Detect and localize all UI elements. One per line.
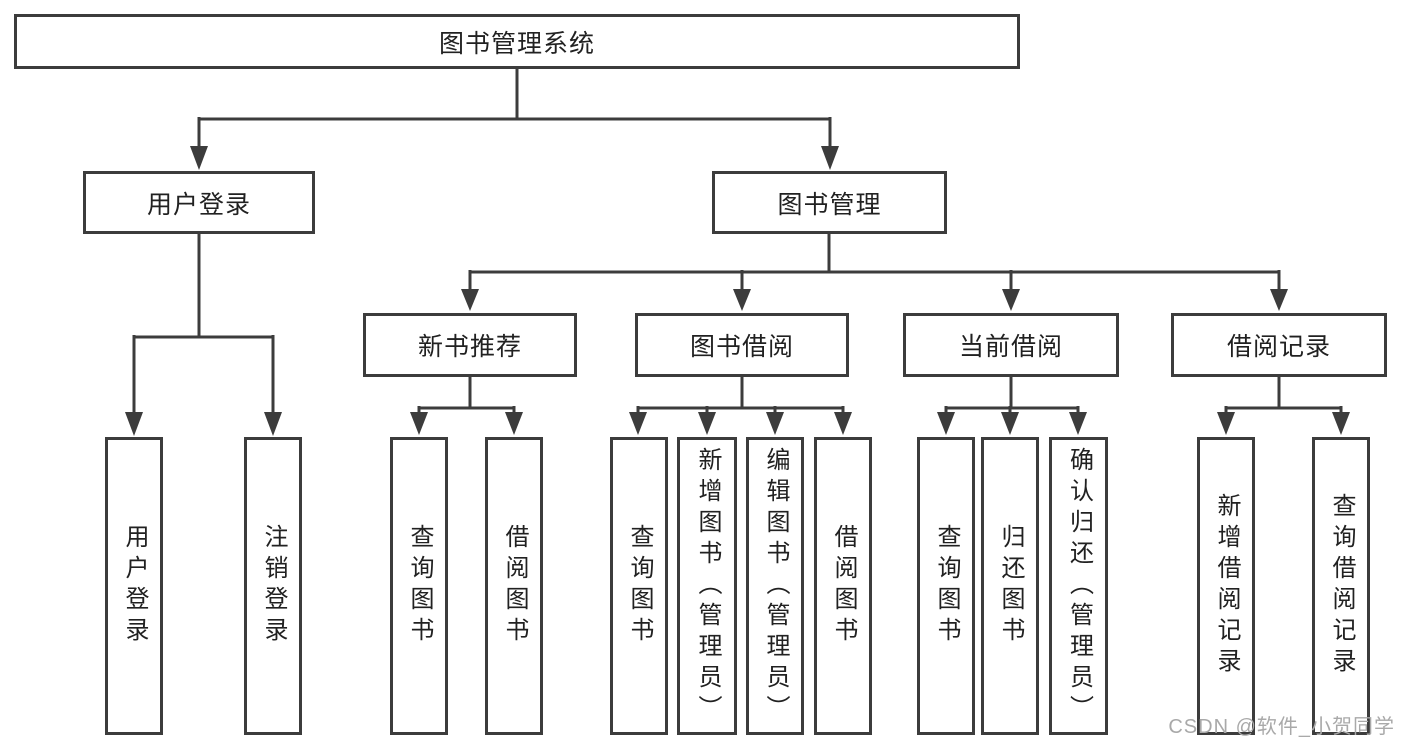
leaf-label: 编辑图书（管理员） xyxy=(762,446,789,726)
arrowhead xyxy=(1002,289,1020,311)
arrowhead xyxy=(698,412,716,435)
leaf-add-borrow-record: 新增借阅记录 xyxy=(1197,437,1255,735)
node-book-borrow: 图书借阅 xyxy=(635,313,849,377)
arrowhead xyxy=(1217,412,1235,435)
edge-recommend-leaves xyxy=(417,377,516,414)
leaf-logout: 注销登录 xyxy=(244,437,302,735)
arrowhead xyxy=(1270,289,1288,311)
arrowhead xyxy=(505,412,523,435)
leaf-query-books-borrow: 查询图书 xyxy=(610,437,668,735)
node-current-borrow: 当前借阅 xyxy=(903,313,1119,377)
arrowhead xyxy=(264,412,282,436)
leaf-label: 确认归还（管理员） xyxy=(1065,446,1093,726)
arrowhead xyxy=(1001,412,1019,435)
arrowhead xyxy=(125,412,143,436)
leaf-add-books-admin: 新增图书（管理员） xyxy=(677,437,737,735)
leaf-query-books-recommend: 查询图书 xyxy=(390,437,448,735)
leaf-label: 查询图书 xyxy=(933,524,960,648)
leaf-query-books-current: 查询图书 xyxy=(917,437,975,735)
leaf-label: 归还图书 xyxy=(997,524,1024,648)
edge-current-leaves xyxy=(944,377,1080,414)
edge-management-level3 xyxy=(468,234,1281,290)
node-new-book-recommend: 新书推荐 xyxy=(363,313,577,377)
node-user-login: 用户登录 xyxy=(83,171,315,234)
arrowhead xyxy=(629,412,647,435)
arrowhead xyxy=(834,412,852,435)
arrowhead xyxy=(190,146,208,170)
leaf-query-borrow-record: 查询借阅记录 xyxy=(1312,437,1370,735)
edge-records-leaves xyxy=(1224,377,1343,414)
node-library-management-system: 图书管理系统 xyxy=(14,14,1020,69)
leaf-label: 注销登录 xyxy=(260,524,287,648)
leaf-label: 新增借阅记录 xyxy=(1213,493,1240,679)
leaf-label: 新增图书（管理员） xyxy=(694,446,721,726)
node-borrow-records: 借阅记录 xyxy=(1171,313,1387,377)
edge-login-leaves xyxy=(132,234,275,414)
leaf-borrow-books: 借阅图书 xyxy=(814,437,872,735)
leaf-edit-books-admin: 编辑图书（管理员） xyxy=(746,437,804,735)
arrowhead xyxy=(1332,412,1350,435)
leaf-label: 借阅图书 xyxy=(830,524,857,648)
arrowhead xyxy=(766,412,784,435)
arrowhead xyxy=(461,289,479,311)
leaf-confirm-return-admin: 确认归还（管理员） xyxy=(1049,437,1108,735)
csdn-watermark: CSDN @软件_小贺同学 xyxy=(1168,716,1395,738)
edge-borrow-leaves xyxy=(636,377,845,414)
leaf-label: 用户登录 xyxy=(121,524,148,648)
leaf-label: 查询图书 xyxy=(626,524,653,648)
leaf-borrow-books-recommend: 借阅图书 xyxy=(485,437,543,735)
arrowhead xyxy=(410,412,428,435)
leaf-return-books: 归还图书 xyxy=(981,437,1039,735)
arrowhead xyxy=(733,289,751,311)
leaf-user-login: 用户登录 xyxy=(105,437,163,735)
arrowhead xyxy=(937,412,955,435)
leaf-label: 查询借阅记录 xyxy=(1328,493,1355,679)
leaf-label: 查询图书 xyxy=(406,524,433,648)
edge-root-level2 xyxy=(197,69,832,148)
arrowhead xyxy=(1069,412,1087,435)
arrowhead xyxy=(821,146,839,170)
leaf-label: 借阅图书 xyxy=(501,524,528,648)
node-book-management: 图书管理 xyxy=(712,171,947,234)
